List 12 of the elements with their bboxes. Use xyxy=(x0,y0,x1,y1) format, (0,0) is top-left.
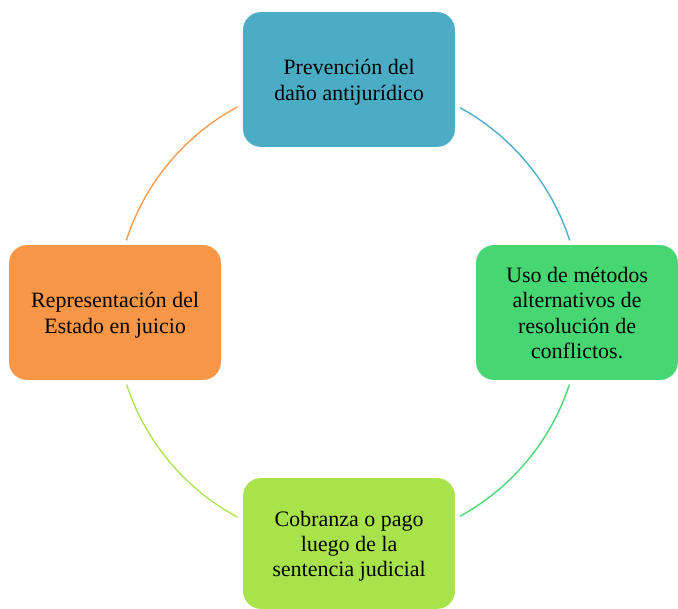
box-label: Uso de métodos alternativos de resolución de conflictos. xyxy=(505,262,649,364)
process-box xyxy=(9,245,221,380)
box-label: Prevención del daño antijurídico xyxy=(273,54,425,105)
connector-arc xyxy=(460,107,570,241)
box-label: Representación del Estado en juicio xyxy=(31,287,199,338)
connector-arc xyxy=(126,384,238,518)
process-box xyxy=(243,12,455,147)
box-label: Cobranza o pago luego de la sentencia judicial xyxy=(271,506,427,582)
connector-arc xyxy=(460,384,570,517)
connector-arc xyxy=(126,106,238,241)
process-box xyxy=(476,245,678,380)
process-box xyxy=(243,478,455,609)
